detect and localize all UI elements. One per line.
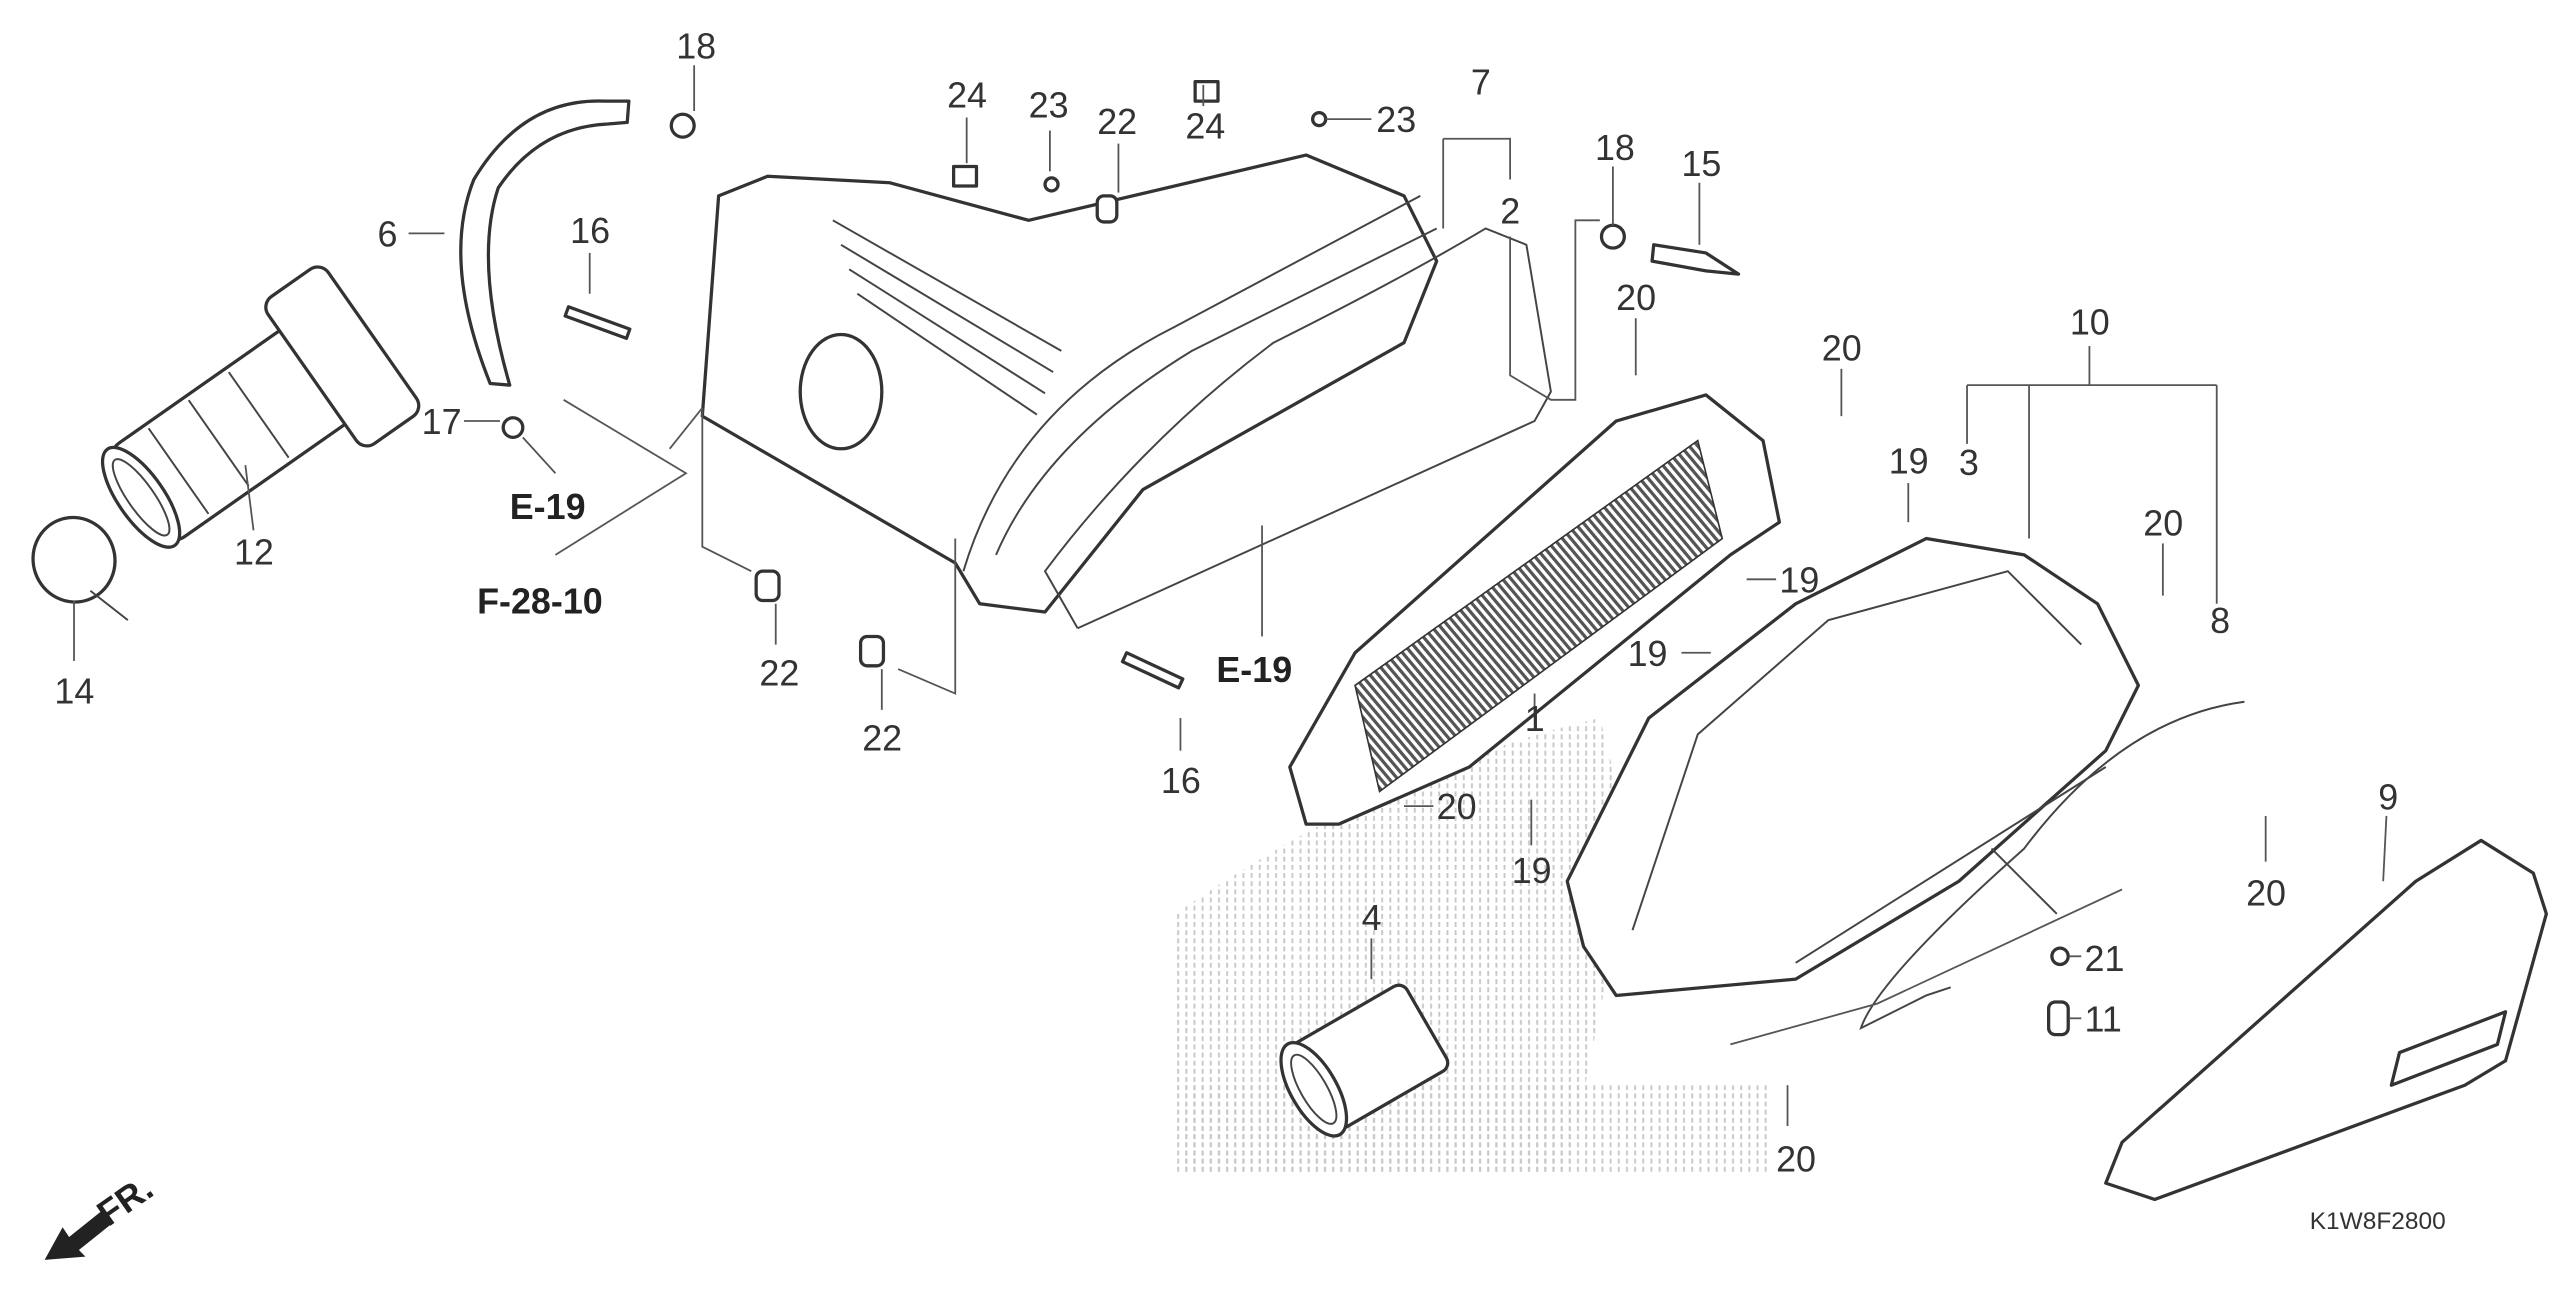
callout-20: 20	[1616, 278, 1656, 318]
callout-4: 4	[1362, 898, 1382, 938]
clip-part-11	[2046, 1000, 2070, 1037]
air-cleaner-element-part-1	[1288, 393, 1781, 826]
callout-18: 18	[676, 27, 716, 67]
callout-3: 3	[1959, 443, 1979, 483]
callout-20: 20	[1776, 1140, 1816, 1180]
callout-19: 19	[1779, 560, 1819, 600]
front-arrow-icon	[44, 1210, 112, 1260]
callout-14: 14	[54, 671, 94, 711]
callout-22: 22	[759, 653, 799, 693]
callout-7: 7	[1471, 63, 1491, 103]
callout-17: 17	[422, 402, 462, 442]
air-cleaner-case-part-7	[700, 153, 1439, 614]
callout-11: 11	[2085, 999, 2122, 1039]
callout-9: 9	[2378, 777, 2398, 817]
callout-2: 2	[1500, 192, 1520, 232]
callout-20: 20	[1437, 787, 1477, 827]
callout-23: 23	[1376, 100, 1416, 140]
collar-part-22b	[754, 569, 781, 603]
reference-e19-left[interactable]: E-19	[510, 487, 586, 527]
callout-18: 18	[1595, 128, 1635, 168]
hose-part-6	[459, 99, 631, 387]
reference-e19-center[interactable]: E-19	[1216, 650, 1292, 690]
front-direction-indicator: FR.	[44, 1168, 160, 1260]
clip-part-17	[501, 416, 525, 439]
cover-part-9	[2104, 838, 2548, 1202]
collar-part-22c	[858, 634, 886, 668]
callout-19: 19	[1512, 851, 1552, 891]
gasket-part-2	[1043, 227, 1552, 630]
collar-part-22a	[1095, 194, 1119, 224]
nut-part-23a	[1043, 176, 1060, 193]
callout-21: 21	[2085, 939, 2125, 979]
callout-8: 8	[2210, 601, 2230, 641]
connecting-tube-part-12	[100, 265, 421, 549]
joint-part-18b	[1599, 223, 1626, 250]
callout-16: 16	[1161, 761, 1201, 801]
callout-22: 22	[1097, 102, 1137, 142]
reference-f-28-10[interactable]: F-28-10	[477, 582, 603, 622]
callout-19: 19	[1889, 441, 1929, 481]
callout-24: 24	[947, 76, 987, 116]
nut-part-23b	[1311, 110, 1328, 128]
callout-23: 23	[1029, 85, 1069, 125]
leader-lines	[73, 65, 2388, 1127]
tube-part-8	[1859, 700, 2245, 1031]
callout-22: 22	[862, 719, 902, 759]
nut-part-24b	[1193, 79, 1220, 103]
callout-24: 24	[1185, 107, 1225, 147]
air-cleaner-cover-part-10	[1565, 536, 2245, 1031]
callout-15: 15	[1681, 144, 1721, 184]
band-part-14	[31, 515, 117, 604]
callout-19: 19	[1628, 634, 1668, 674]
tube-part-4	[1279, 983, 1450, 1138]
callout-20: 20	[1822, 329, 1862, 369]
diagram-code: K1W8F2800	[2310, 1208, 2446, 1235]
callout-12: 12	[234, 533, 274, 573]
bolt-part-16a	[563, 305, 632, 340]
callout-16: 16	[570, 211, 610, 251]
callout-labels: 18 24 23 22 24 23 7 2 18 15 6 16 20 20 1…	[54, 27, 2398, 1180]
nut-part-24a	[951, 164, 979, 188]
clip-part-21	[2050, 946, 2070, 967]
callout-20: 20	[2246, 874, 2286, 914]
callout-1: 1	[1525, 699, 1545, 739]
callout-20: 20	[2143, 503, 2183, 543]
callout-6: 6	[378, 214, 398, 254]
callout-10: 10	[2070, 303, 2110, 343]
bolt-part-16b	[1120, 651, 1185, 690]
plug-part-15	[1650, 243, 1741, 276]
clamp-part-18	[669, 112, 696, 139]
